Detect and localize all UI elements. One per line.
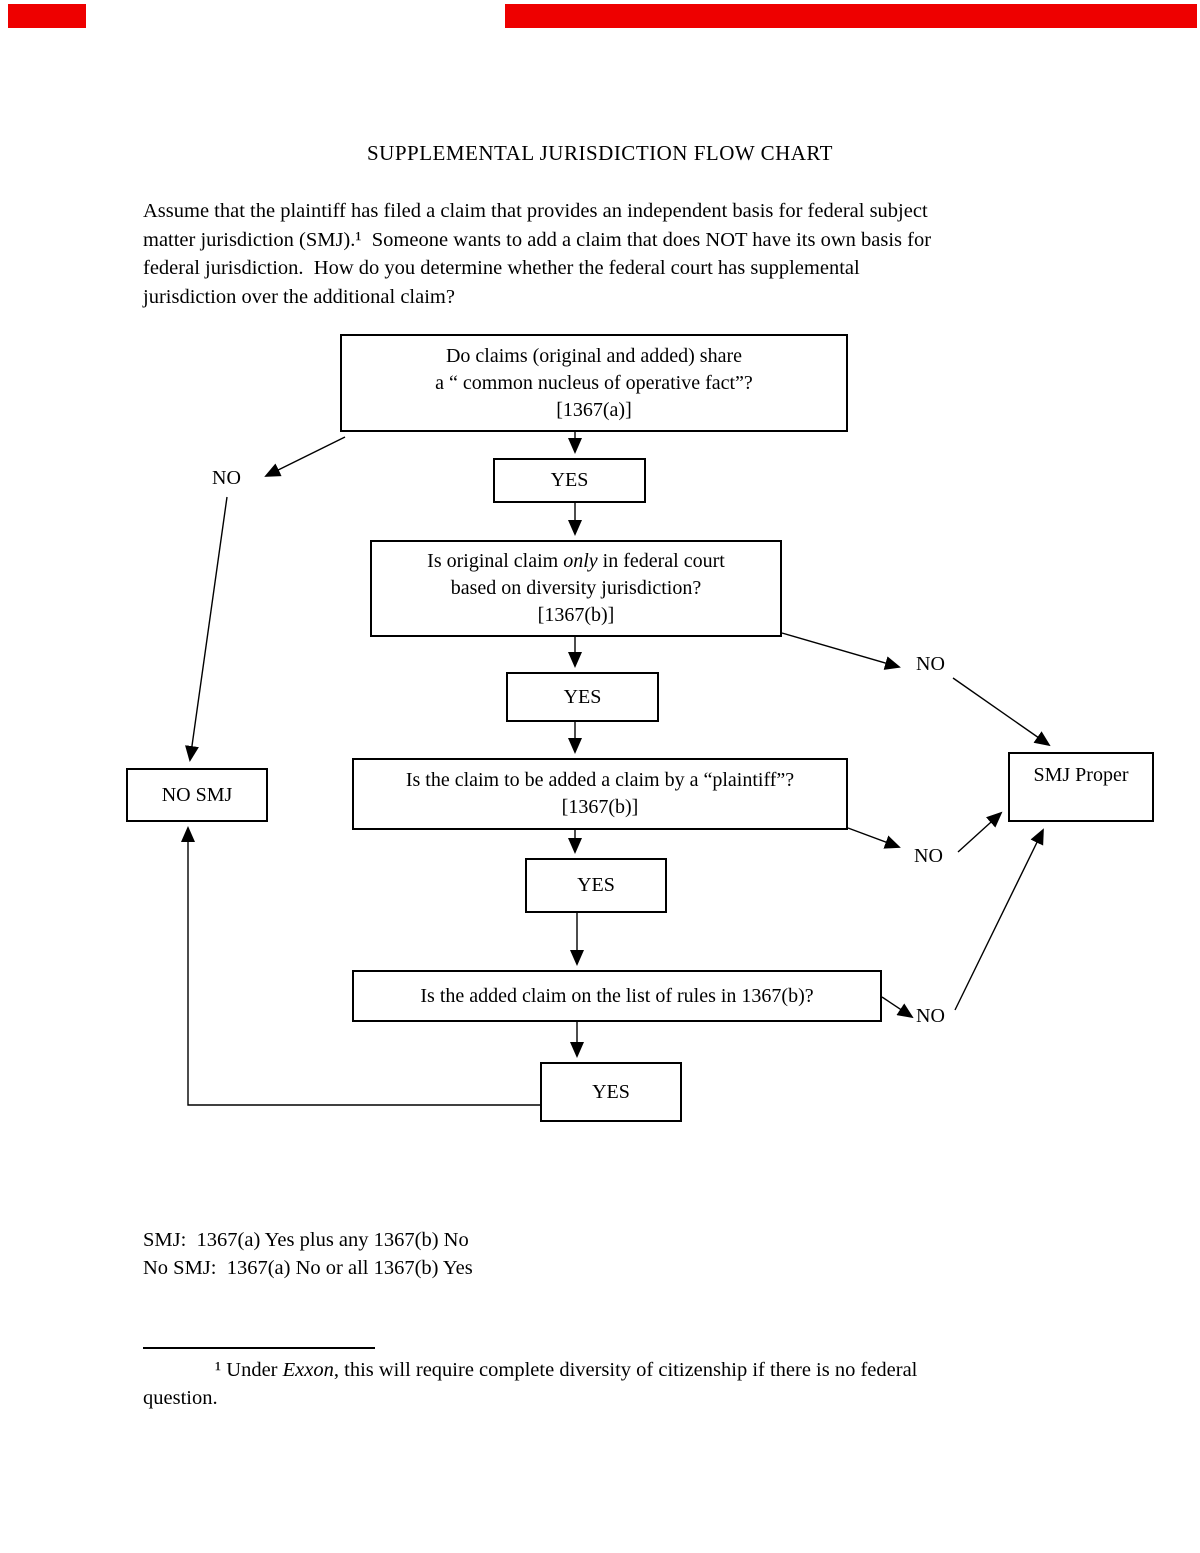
redaction-bar [505,4,1197,28]
question-text: in federal court [597,550,725,572]
arrow-q2-to-no1 [781,632,901,670]
no-smj-box: NO SMJ [126,768,268,822]
yes-box: YES [506,672,659,722]
question-line: a “ common nucleus of operative fact”? [435,371,753,394]
yes-box: YES [525,858,667,913]
arrow-q3-to-no2 [847,827,901,849]
summary-line-smj: SMJ: 1367(a) Yes plus any 1367(b) No [143,1229,469,1251]
yes-box: YES [540,1062,682,1122]
question-line: Is original claim only in federal court [427,548,725,575]
question-line: Is the claim to be added a claim by a “p… [405,769,795,791]
no-label: NO [212,467,241,489]
question-text: Is original claim [427,550,564,572]
question-box-common-nucleus: Do claims (original and added) share a “… [340,334,848,432]
question-box-diversity-only: Is original claim only in federal court … [370,540,782,637]
intro-line: federal jurisdiction. How do you determi… [143,257,860,279]
page-title: SUPPLEMENTAL JURISDICTION FLOW CHART [367,141,833,165]
arrow-q1-to-no-left [264,436,346,477]
question-box-added-by-plaintiff: Is the claim to be added a claim by a “p… [352,758,848,830]
footnote-line: ¹ Under Exxon, this will require complet… [143,1356,1063,1384]
arrow-no3-to-smj-proper [954,828,1044,1011]
footnote-text: , this will require complete diversity o… [333,1359,918,1381]
footnote-line: question. [143,1387,218,1409]
arrow-no1-to-smj-proper [952,677,1051,747]
question-text-italic: only [563,550,598,572]
question-line: [1367(a)] [556,398,632,421]
question-line: based on diversity jurisdiction? [450,577,702,599]
intro-line: matter jurisdiction (SMJ).¹ Someone want… [143,228,932,251]
yes-box: YES [493,458,646,503]
question-box-list-of-rules: Is the added claim on the list of rules … [352,970,882,1022]
arrow-no-left-to-no-smj [185,496,228,762]
footnote: ¹ Under Exxon, this will require complet… [143,1356,1063,1412]
footnote-text-italic: Exxon [282,1359,334,1381]
question-line: [1367(b)] [537,604,615,626]
question-line: [1367(b)] [561,796,639,818]
arrow-yes4-to-no-smj [181,826,540,1106]
redaction-bar [8,4,86,28]
footnote-text: ¹ Under [215,1359,283,1381]
question-line: Is the added claim on the list of rules … [420,984,814,1007]
no-label: NO [916,1005,945,1027]
summary-line-no-smj: No SMJ: 1367(a) No or all 1367(b) Yes [143,1257,473,1279]
smj-proper-box: SMJ Proper [1008,752,1154,822]
arrow-no2-to-smj-proper [957,811,1003,853]
intro-line: Assume that the plaintiff has filed a cl… [143,200,928,222]
no-label: NO [914,845,943,867]
intro-paragraph: Assume that the plaintiff has filed a cl… [143,197,931,311]
summary-block: SMJ: 1367(a) Yes plus any 1367(b) No No … [143,1226,473,1282]
footnote-divider [143,1347,375,1349]
intro-line: jurisdiction over the additional claim? [143,285,455,308]
question-line: Do claims (original and added) share [445,344,742,367]
no-label: NO [916,653,945,675]
arrow-q4-to-no3 [881,996,914,1019]
